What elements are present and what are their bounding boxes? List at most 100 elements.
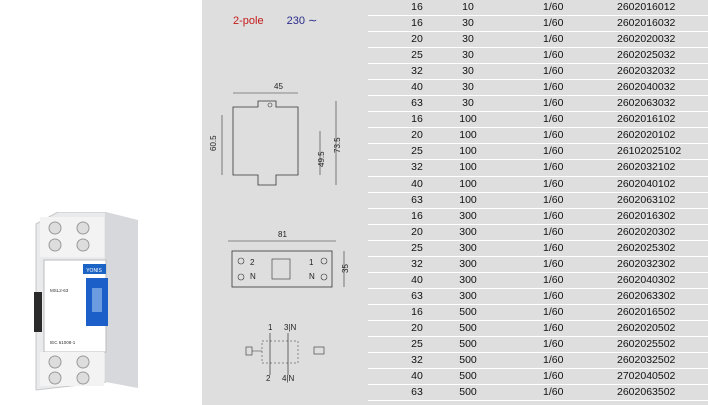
front-label-n-left: N [250, 272, 256, 281]
table-row: 20 300 1/60 2602020302 [368, 225, 708, 241]
poles-cell: 1/60 [543, 241, 564, 254]
article-number-cell: 2602016102 [617, 113, 676, 126]
residual-current-cell: 300 [459, 241, 477, 254]
height-left-dimension: 60.5 [209, 135, 218, 151]
voltage-label: 230 ∼ [286, 15, 318, 27]
front-view-drawing: 45 60.5 49.5 73.5 [209, 82, 342, 186]
article-number-cell: 2602040102 [617, 177, 676, 190]
dimension-drawings: 45 60.5 49.5 73.5 81 2 N 1 N 35 [209, 82, 350, 383]
poles-cell: 1/60 [543, 17, 564, 30]
article-number-cell: 2602020302 [617, 225, 676, 238]
poles-cell: 1/60 [543, 145, 564, 158]
rated-current-cell: 40 [411, 81, 423, 94]
product-photo-panel: YONIS MSL2-63 IEC 61008-1 [0, 0, 202, 405]
poles-cell: 1/60 [543, 354, 564, 367]
article-number-cell: 2602016502 [617, 305, 676, 318]
article-number-cell: 2602032102 [617, 161, 676, 174]
residual-current-cell: 300 [459, 225, 477, 238]
article-number-cell: 2602025302 [617, 241, 676, 254]
rated-current-cell: 16 [411, 17, 423, 30]
residual-current-cell: 500 [459, 321, 477, 334]
poles-cell: 1/60 [543, 209, 564, 222]
height-outer-dimension: 73.5 [333, 137, 342, 153]
pole-label: 2-pole [233, 15, 264, 27]
rated-current-cell: 20 [411, 33, 423, 46]
poles-cell: 1/60 [543, 49, 564, 62]
residual-current-cell: 500 [459, 354, 477, 367]
terminal-1-label: 1 [268, 323, 273, 332]
table-row: 16 500 1/60 2602016502 [368, 305, 708, 321]
rated-current-cell: 16 [411, 1, 423, 13]
residual-current-cell: 30 [462, 81, 474, 94]
rated-current-cell: 40 [411, 273, 423, 286]
residual-current-cell: 300 [459, 209, 477, 222]
rated-current-cell: 32 [411, 354, 423, 367]
terminal-3n-label: 3|N [284, 323, 297, 332]
residual-current-cell: 500 [459, 370, 477, 383]
poles-cell: 1/60 [543, 257, 564, 270]
poles-cell: 1/60 [543, 273, 564, 286]
residual-current-cell: 100 [459, 145, 477, 158]
rated-current-cell: 63 [411, 289, 423, 302]
poles-cell: 1/60 [543, 177, 564, 190]
table-row: 40 100 1/60 2602040102 [368, 177, 708, 193]
front-label-1: 1 [309, 258, 314, 267]
rated-current-cell: 16 [411, 113, 423, 126]
terminal-2-label: 2 [266, 374, 271, 383]
article-number-cell: 26102025102 [617, 145, 682, 158]
rated-current-cell: 16 [411, 305, 423, 318]
article-number-cell: 2602032302 [617, 257, 676, 270]
brand-logo: YONIS [86, 268, 102, 274]
article-number-cell: 2602020502 [617, 321, 676, 334]
terminal-4n-label: 4|N [282, 374, 295, 383]
residual-current-cell: 100 [459, 193, 477, 206]
article-number-cell: 2602025032 [617, 49, 676, 62]
residual-current-cell: 30 [462, 97, 474, 110]
wiring-diagram: 1 3|N 2 4|N [245, 323, 325, 383]
article-number-cell: 2702040502 [617, 370, 676, 383]
article-number-cell: 2602063102 [617, 193, 676, 206]
rated-current-cell: 40 [411, 370, 423, 383]
residual-current-cell: 10 [462, 1, 474, 13]
rated-current-cell: 20 [411, 321, 423, 334]
width-dimension: 45 [274, 82, 283, 91]
poles-cell: 1/60 [543, 65, 564, 78]
rated-current-cell: 20 [411, 225, 423, 238]
residual-current-cell: 300 [459, 289, 477, 302]
rated-current-cell: 40 [411, 177, 423, 190]
article-number-cell: 2602020102 [617, 129, 676, 142]
residual-current-cell: 500 [459, 305, 477, 318]
rated-current-cell: 25 [411, 241, 423, 254]
poles-cell: 1/60 [543, 225, 564, 238]
standard-label: IEC 61008-1 [50, 340, 76, 345]
residual-current-cell: 300 [459, 257, 477, 270]
residual-current-cell: 30 [462, 65, 474, 78]
poles-cell: 1/60 [543, 289, 564, 302]
rcd-device-photo: YONIS MSL2-63 IEC 61008-1 [34, 212, 138, 391]
poles-cell: 1/60 [543, 305, 564, 318]
rated-current-cell: 32 [411, 65, 423, 78]
residual-current-cell: 100 [459, 177, 477, 190]
residual-current-cell: 100 [459, 113, 477, 126]
rated-current-cell: 63 [411, 97, 423, 110]
poles-cell: 1/60 [543, 129, 564, 142]
rated-current-cell: 25 [411, 49, 423, 62]
poles-cell: 1/60 [543, 81, 564, 94]
residual-current-cell: 30 [462, 33, 474, 46]
top-width-dimension: 81 [278, 230, 287, 239]
front-label-2: 2 [250, 258, 255, 267]
height-inner-dimension: 49.5 [317, 151, 326, 167]
table-row: 25 300 1/60 2602025302 [368, 241, 708, 257]
